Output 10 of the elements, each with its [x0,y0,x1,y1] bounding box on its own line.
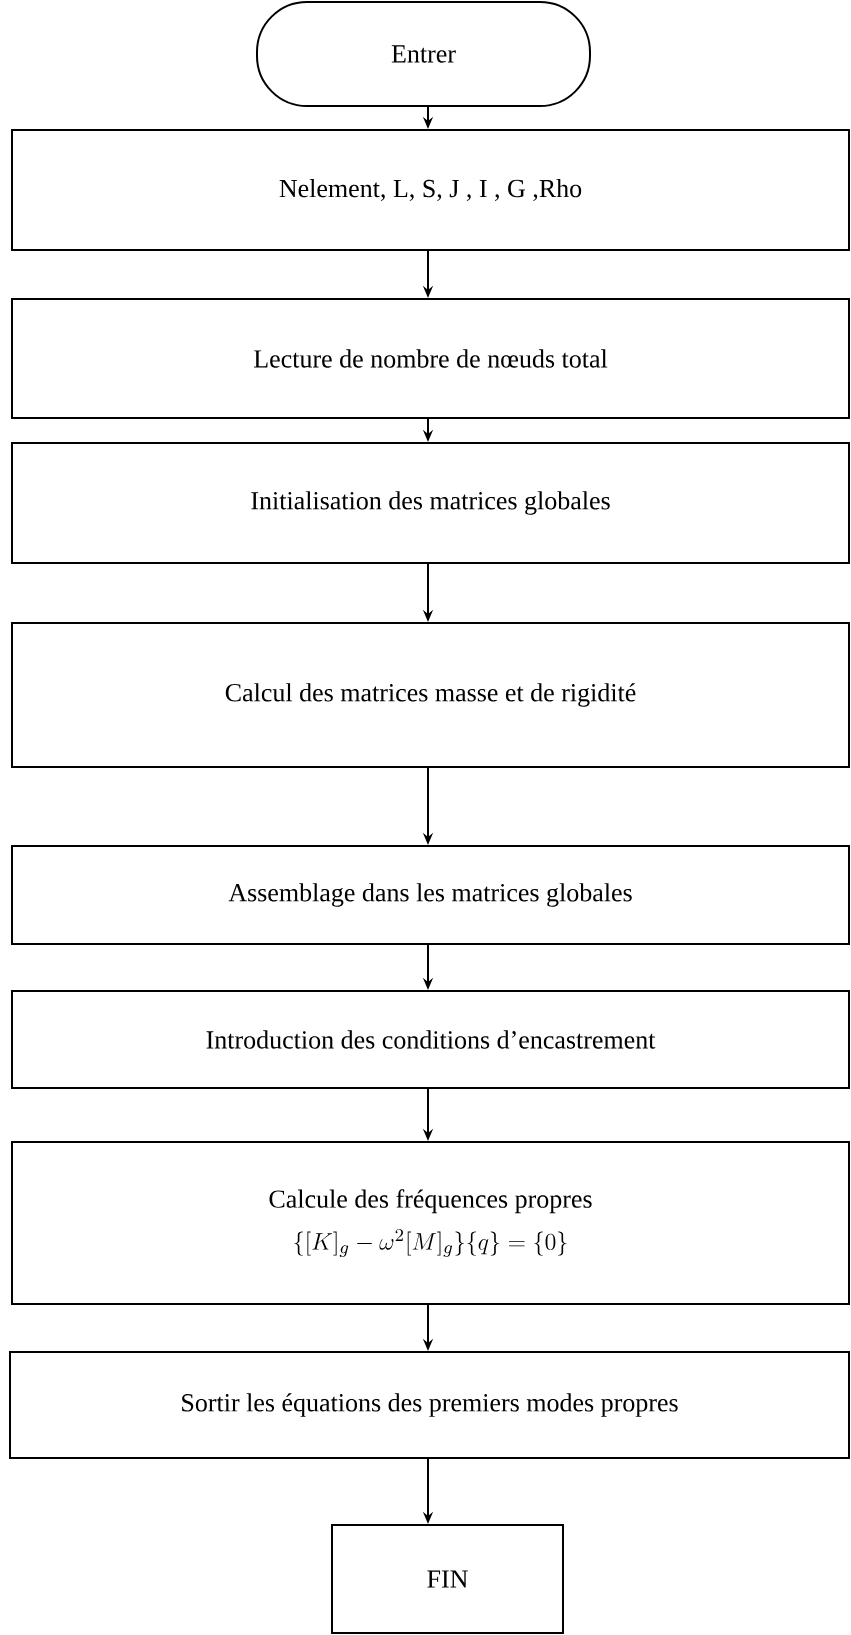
process-box: Calcule des fréquences propres $\{[K]_g - \omega^2[M]_g\}\{q\} = \{0\}$ [11,1141,850,1305]
terminal-box: Entrer [256,1,591,107]
process-box: Calcul des matrices masse et de rigidité [11,622,850,768]
process-box: Sortir les équations des premiers modes propres [9,1351,850,1459]
terminal-box: FIN [331,1524,564,1634]
process-box: Initialisation des matrices globales [11,442,850,564]
process-box: Assemblage dans les matrices globales [11,845,850,945]
process-box: Lecture de nombre de nœuds total [11,298,850,419]
process-box: Introduction des conditions d’encastrement [11,990,850,1089]
process-box: Nelement, L, S, J , I , G ,Rho [11,129,850,251]
